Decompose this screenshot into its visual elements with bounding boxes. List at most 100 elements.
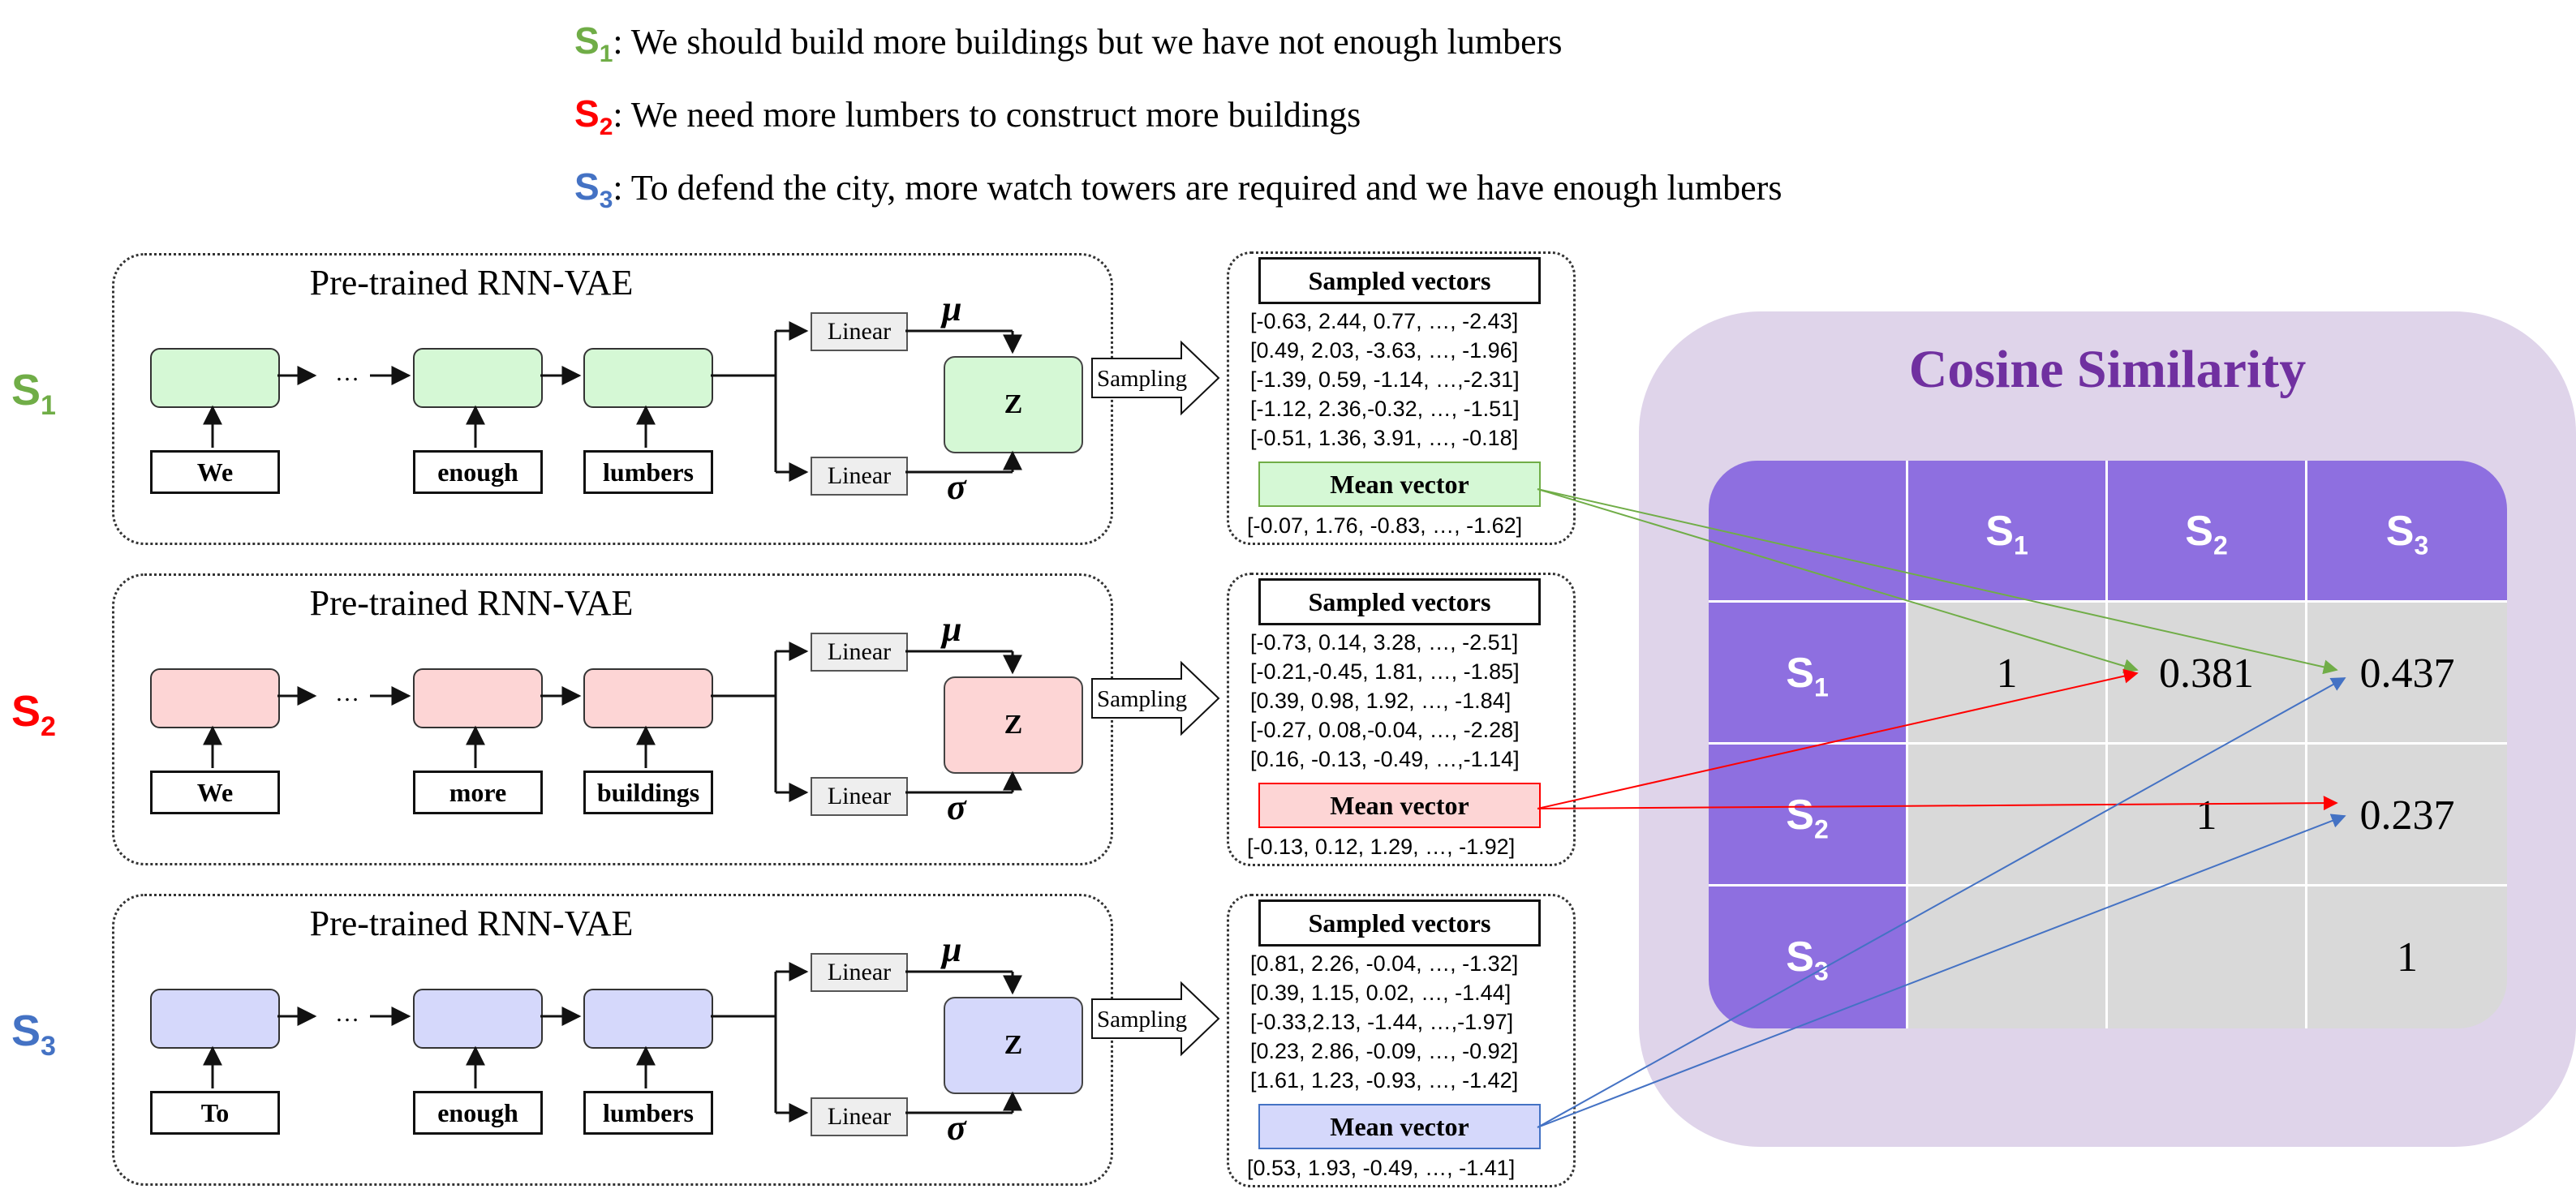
ellipsis: …	[335, 680, 359, 706]
arrow-s1-to-s2	[1537, 488, 2139, 673]
vector-panel-s1: Sampled vectors [-0.63, 2.44, 0.77, …, -…	[1227, 251, 1576, 545]
word-box: enough	[413, 450, 543, 494]
col-header-s3: S3	[2307, 461, 2507, 603]
matrix-corner	[1709, 461, 1908, 603]
linear-box-sigma: Linear	[811, 1097, 908, 1136]
sentence-1-tag: S1	[574, 19, 613, 68]
linear-box-sigma: Linear	[811, 777, 908, 816]
row-label-s1: S1	[11, 366, 56, 421]
word-box: We	[150, 771, 280, 814]
mu-symbol: μ	[942, 609, 962, 649]
sampled-vector: [-1.12, 2.36,-0.32, …, -1.51]	[1250, 397, 1520, 421]
sentence-2-text: : We need more lumbers to construct more…	[613, 95, 1361, 135]
rnn-vae-panel-s2: Pre-trained RNN-VAE … We more buildings …	[112, 573, 1113, 865]
mean-vector-value: [0.53, 1.93, -0.49, …, -1.41]	[1247, 1156, 1516, 1180]
sampled-vector: [-0.27, 0.08,-0.04, …, -2.28]	[1250, 718, 1520, 742]
sampled-vector: [-1.39, 0.59, -1.14, …,-2.31]	[1250, 367, 1520, 392]
sampled-vector: [0.16, -0.13, -0.49, …,-1.14]	[1250, 747, 1520, 771]
sampling-label: Sampling	[1097, 1007, 1187, 1032]
sampled-vector: [0.39, 0.98, 1.92, …, -1.84]	[1250, 689, 1512, 713]
matrix-cell-3-3: 1	[2397, 934, 2418, 981]
panel-title: Pre-trained RNN-VAE	[309, 263, 634, 303]
sampled-vectors-title: Sampled vectors	[1258, 257, 1541, 304]
linear-box-mu: Linear	[811, 312, 908, 351]
sampled-vector: [1.61, 1.23, -0.93, …, -1.42]	[1250, 1068, 1519, 1093]
similarity-matrix: S1 S2 S3 S1 S2 S3 1 0.381 0.437 1 0.237 …	[1709, 461, 2507, 1028]
matrix-cell-1-3: 0.437	[2307, 603, 2507, 745]
rnn-cell	[150, 668, 280, 728]
col-header-s1: S1	[1908, 461, 2108, 603]
row-label-s3: S3	[11, 1007, 56, 1062]
rnn-vae-panel-s1: Pre-trained RNN-VAE … We enough lumbers …	[112, 253, 1113, 545]
sampling-arrow	[1091, 981, 1220, 1057]
sampling-label: Sampling	[1097, 686, 1187, 712]
word-box: lumbers	[583, 450, 713, 494]
row-label-s2: S2	[11, 687, 56, 742]
ellipsis: …	[335, 359, 359, 386]
sentence-3-text: : To defend the city, more watch towers …	[613, 168, 1783, 208]
sentence-2: S2: We need more lumbers to construct mo…	[574, 89, 1361, 152]
rnn-cell	[413, 989, 543, 1049]
sentence-1: S1: We should build more buildings but w…	[574, 16, 1562, 79]
ellipsis: …	[335, 1000, 359, 1027]
sampled-vector: [0.39, 1.15, 0.02, …, -1.44]	[1250, 981, 1512, 1005]
rnn-cell	[150, 989, 280, 1049]
z-box: Z	[944, 997, 1083, 1094]
matrix-cell-1-2: 0.381	[2108, 603, 2307, 745]
sampled-vector: [0.23, 2.86, -0.09, …, -0.92]	[1250, 1039, 1519, 1063]
linear-box-mu: Linear	[811, 633, 908, 672]
word-box: To	[150, 1091, 280, 1135]
arrow-s1-to-s3	[1537, 488, 2338, 675]
rnn-vae-panel-s3: Pre-trained RNN-VAE … To enough lumbers …	[112, 894, 1113, 1186]
matrix-cell-3-1	[1908, 886, 2108, 1028]
panel-title: Pre-trained RNN-VAE	[309, 904, 634, 943]
sampled-vector: [-0.51, 1.36, 3.91, …, -0.18]	[1250, 426, 1519, 450]
arrow-s3-to-s1	[1537, 677, 2346, 1128]
sampled-vector: [-0.33,2.13, -1.44, …,-1.97]	[1250, 1010, 1514, 1034]
vector-panel-s3: Sampled vectors [0.81, 2.26, -0.04, …, -…	[1227, 894, 1576, 1187]
row-header-s3: S3	[1709, 886, 1908, 1028]
word-box: We	[150, 450, 280, 494]
sentence-1-text: : We should build more buildings but we …	[613, 22, 1563, 62]
z-box: Z	[944, 676, 1083, 774]
sampled-vector: [0.49, 2.03, -3.63, …, -1.96]	[1250, 338, 1519, 363]
matrix-cell-2-1	[1908, 745, 2108, 886]
mean-vector-title: Mean vector	[1258, 783, 1541, 828]
sigma-symbol: σ	[947, 788, 966, 827]
mu-symbol: μ	[942, 289, 962, 328]
mean-vector-value: [-0.13, 0.12, 1.29, …, -1.92]	[1247, 835, 1516, 859]
sentence-3: S3: To defend the city, more watch tower…	[574, 162, 1782, 225]
sampled-vector: [0.81, 2.26, -0.04, …, -1.32]	[1250, 951, 1519, 976]
arrow-s2-to-s3	[1537, 796, 2338, 811]
linear-box-sigma: Linear	[811, 457, 908, 496]
sigma-symbol: σ	[947, 1108, 966, 1148]
matrix-cell-1-1: 1	[1908, 603, 2108, 745]
sampling-arrow	[1091, 660, 1220, 736]
linear-box-mu: Linear	[811, 953, 908, 992]
sampled-vector: [-0.73, 0.14, 3.28, …, -2.51]	[1250, 630, 1519, 655]
sentence-3-tag: S3	[574, 165, 613, 214]
arrow-s2-to-s1	[1537, 668, 2139, 809]
matrix-cell-2-2: 1	[2108, 745, 2307, 886]
matrix-cell-3-2	[2108, 886, 2307, 1028]
word-box: more	[413, 771, 543, 814]
row-header-s1: S1	[1709, 603, 1908, 745]
sampled-vectors-title: Sampled vectors	[1258, 899, 1541, 947]
sampled-vectors-title: Sampled vectors	[1258, 578, 1541, 625]
word-box: enough	[413, 1091, 543, 1135]
mean-vector-title: Mean vector	[1258, 461, 1541, 507]
sampling-arrow	[1091, 340, 1220, 416]
word-box: lumbers	[583, 1091, 713, 1135]
sentence-2-tag: S2	[574, 92, 613, 141]
col-header-s2: S2	[2108, 461, 2307, 603]
sampled-vector: [-0.21,-0.45, 1.81, …, -1.85]	[1250, 659, 1520, 684]
matrix-cell-2-3: 0.237	[2307, 745, 2507, 886]
mu-symbol: μ	[942, 929, 962, 969]
sampling-label: Sampling	[1097, 366, 1187, 392]
sampled-vector: [-0.63, 2.44, 0.77, …, -2.43]	[1250, 309, 1519, 333]
mean-vector-title: Mean vector	[1258, 1104, 1541, 1149]
panel-title: Pre-trained RNN-VAE	[309, 583, 634, 623]
word-box: buildings	[583, 771, 713, 814]
